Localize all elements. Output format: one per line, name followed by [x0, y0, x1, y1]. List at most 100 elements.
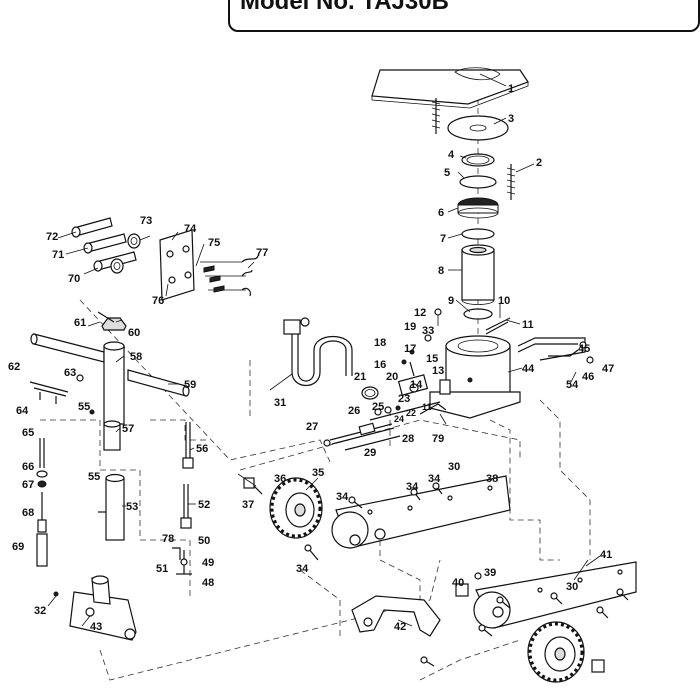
- small-bushing-part: [455, 572, 482, 597]
- callout-34-b: 34: [406, 481, 419, 493]
- model-number-title: Model No. TAJ30B: [240, 0, 449, 15]
- callout-28: 28: [402, 433, 414, 445]
- callout-15: 15: [426, 353, 438, 365]
- callout-31: 31: [274, 397, 286, 409]
- callout-20: 20: [386, 371, 398, 383]
- model-title-box: Model No. TAJ30B: [228, 0, 700, 32]
- callout-55-b: 55: [88, 471, 100, 483]
- callout-69: 69: [12, 541, 24, 553]
- callout-59: 59: [184, 379, 196, 391]
- small-link-parts: [172, 547, 192, 575]
- callout-33: 33: [422, 325, 434, 337]
- callout-40: 40: [452, 577, 464, 589]
- callout-12: 12: [414, 307, 426, 319]
- callout-51: 51: [156, 563, 168, 575]
- o-ring-5: [459, 175, 497, 189]
- callout-30-right: 30: [566, 581, 578, 593]
- callout-25: 25: [372, 401, 384, 413]
- callout-67: 67: [22, 479, 34, 491]
- o-ring-9: [463, 308, 493, 320]
- callout-37: 37: [242, 499, 254, 511]
- callout-5: 5: [444, 167, 450, 179]
- callout-47: 47: [602, 363, 614, 375]
- callout-34-a: 34: [336, 491, 349, 503]
- pump-valve-parts: [369, 308, 442, 421]
- handle-assembly: [29, 311, 190, 425]
- callout-79: 79: [432, 433, 444, 445]
- callout-58: 58: [130, 351, 142, 363]
- callout-38: 38: [486, 473, 498, 485]
- callout-66: 66: [22, 461, 34, 473]
- pump-rod-56: [182, 422, 194, 469]
- callout-55-a: 55: [78, 401, 90, 413]
- callout-19: 19: [404, 321, 416, 333]
- callout-18: 18: [374, 337, 386, 349]
- callout-30: 30: [448, 461, 460, 473]
- callout-56: 56: [196, 443, 208, 455]
- callout-32: 32: [34, 605, 46, 617]
- callout-7: 7: [440, 233, 446, 245]
- rear-handle-bracket: [517, 337, 594, 364]
- callout-63: 63: [64, 367, 76, 379]
- callout-41: 41: [600, 549, 612, 561]
- callout-26: 26: [348, 405, 360, 417]
- o-ring-21: [361, 386, 379, 400]
- washer-ring-part: [447, 115, 509, 141]
- callout-36: 36: [274, 473, 286, 485]
- callout-48: 48: [202, 577, 214, 589]
- lower-socket-part: [98, 473, 125, 541]
- callout-77: 77: [256, 247, 268, 259]
- callout-34-c: 34: [428, 473, 441, 485]
- callout-53: 53: [126, 501, 138, 513]
- chassis-bolts: [243, 477, 629, 667]
- callout-62: 62: [8, 361, 20, 373]
- callout-68: 68: [22, 507, 34, 519]
- callout-57: 57: [122, 423, 134, 435]
- top-plate-part: [371, 67, 529, 109]
- callout-21: 21: [354, 371, 366, 383]
- callout-78: 78: [162, 533, 174, 545]
- rod-stack-parts: [36, 438, 48, 567]
- callout-11-pump: 11: [422, 402, 432, 412]
- gland-nut-part: [457, 197, 499, 219]
- callout-60: 60: [128, 327, 140, 339]
- hydraulic-hose-part: [283, 317, 353, 387]
- callout-8: 8: [438, 265, 444, 277]
- callout-4: 4: [448, 149, 455, 161]
- callout-24: 24: [394, 414, 404, 424]
- callout-2: 2: [536, 157, 542, 169]
- callout-14: 14: [410, 379, 423, 391]
- callout-61: 61: [74, 317, 86, 329]
- axle-yoke-part: [351, 595, 441, 637]
- callout-leader-lines: [47, 73, 601, 627]
- pump-rod-52: [180, 484, 192, 529]
- fork-base-part: [53, 575, 137, 641]
- callout-43: 43: [90, 621, 102, 633]
- roller-bracket-assembly: [71, 217, 259, 301]
- callout-22: 22: [406, 408, 416, 418]
- callout-65: 65: [22, 427, 34, 439]
- callout-42: 42: [394, 621, 406, 633]
- callout-34-d: 34: [296, 563, 309, 575]
- callout-39: 39: [484, 567, 496, 579]
- callout-71: 71: [52, 249, 64, 261]
- callout-74: 74: [184, 223, 197, 235]
- callout-27: 27: [306, 421, 318, 433]
- callout-35: 35: [312, 467, 324, 479]
- callout-50: 50: [198, 535, 210, 547]
- callout-52: 52: [198, 499, 210, 511]
- front-wheel-part: [269, 477, 323, 539]
- callout-13: 13: [432, 365, 444, 377]
- callout-64: 64: [16, 405, 29, 417]
- callout-17: 17: [404, 343, 416, 355]
- callout-29: 29: [364, 447, 376, 459]
- callout-45: 45: [578, 343, 590, 355]
- callout-1: 1: [508, 83, 514, 95]
- pump-piston-part: [323, 422, 401, 451]
- callout-23: 23: [398, 393, 410, 405]
- spring-left: [431, 98, 441, 134]
- callout-54: 54: [566, 379, 579, 391]
- callout-10: 10: [498, 295, 510, 307]
- callout-labels: 1 2 3 4 5 6 7 8 9 10 11 11 12 13 14 15 1…: [8, 83, 614, 633]
